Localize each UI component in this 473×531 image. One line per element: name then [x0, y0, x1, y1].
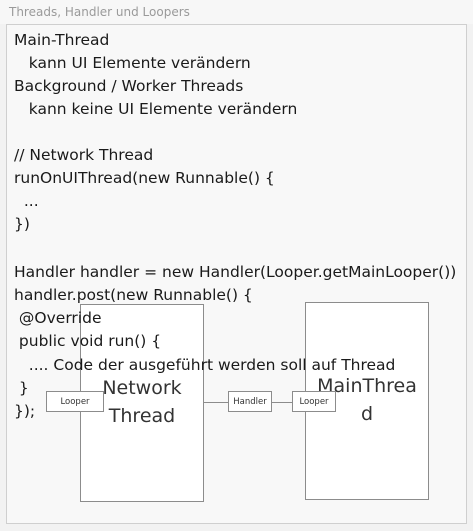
note-line: });: [14, 402, 36, 420]
note-line: @Override: [14, 309, 102, 327]
network-thread-label: Network Thread: [80, 374, 204, 430]
note-line: Handler handler = new Handler(Looper.get…: [14, 263, 457, 281]
note-line: Background / Worker Threads: [14, 77, 244, 95]
looper-left-box[interactable]: Looper: [46, 391, 104, 412]
note-line: // Network Thread: [14, 146, 154, 164]
main-thread-label-line1: MainThrea: [317, 375, 417, 397]
looper-right-box[interactable]: Looper: [292, 391, 336, 412]
note-line: kann UI Elemente verändern: [14, 54, 251, 72]
note-line: ...: [14, 192, 39, 210]
main-thread-label-line2: d: [360, 403, 374, 425]
note-line: kann keine UI Elemente verändern: [14, 100, 298, 118]
main-thread-label: MainThrea d: [305, 372, 429, 428]
network-thread-label-line2: Thread: [108, 405, 176, 427]
note-line: public void run() {: [14, 332, 162, 350]
connector-line: [272, 402, 292, 403]
connector-line: [204, 402, 228, 403]
note-line: Main-Thread: [14, 31, 110, 49]
note-line: .... Code der ausgeführt werden soll auf…: [14, 356, 396, 374]
note-line: handler.post(new Runnable() {: [14, 286, 253, 304]
note-line: runOnUIThread(new Runnable() {: [14, 169, 275, 187]
window-title: Threads, Handler und Loopers: [9, 5, 190, 19]
note-line: }: [14, 379, 29, 397]
handler-box[interactable]: Handler: [228, 391, 272, 412]
network-thread-label-line1: Network: [102, 377, 182, 399]
window-title-bar: Threads, Handler und Loopers: [0, 0, 473, 24]
note-line: }): [14, 215, 30, 233]
